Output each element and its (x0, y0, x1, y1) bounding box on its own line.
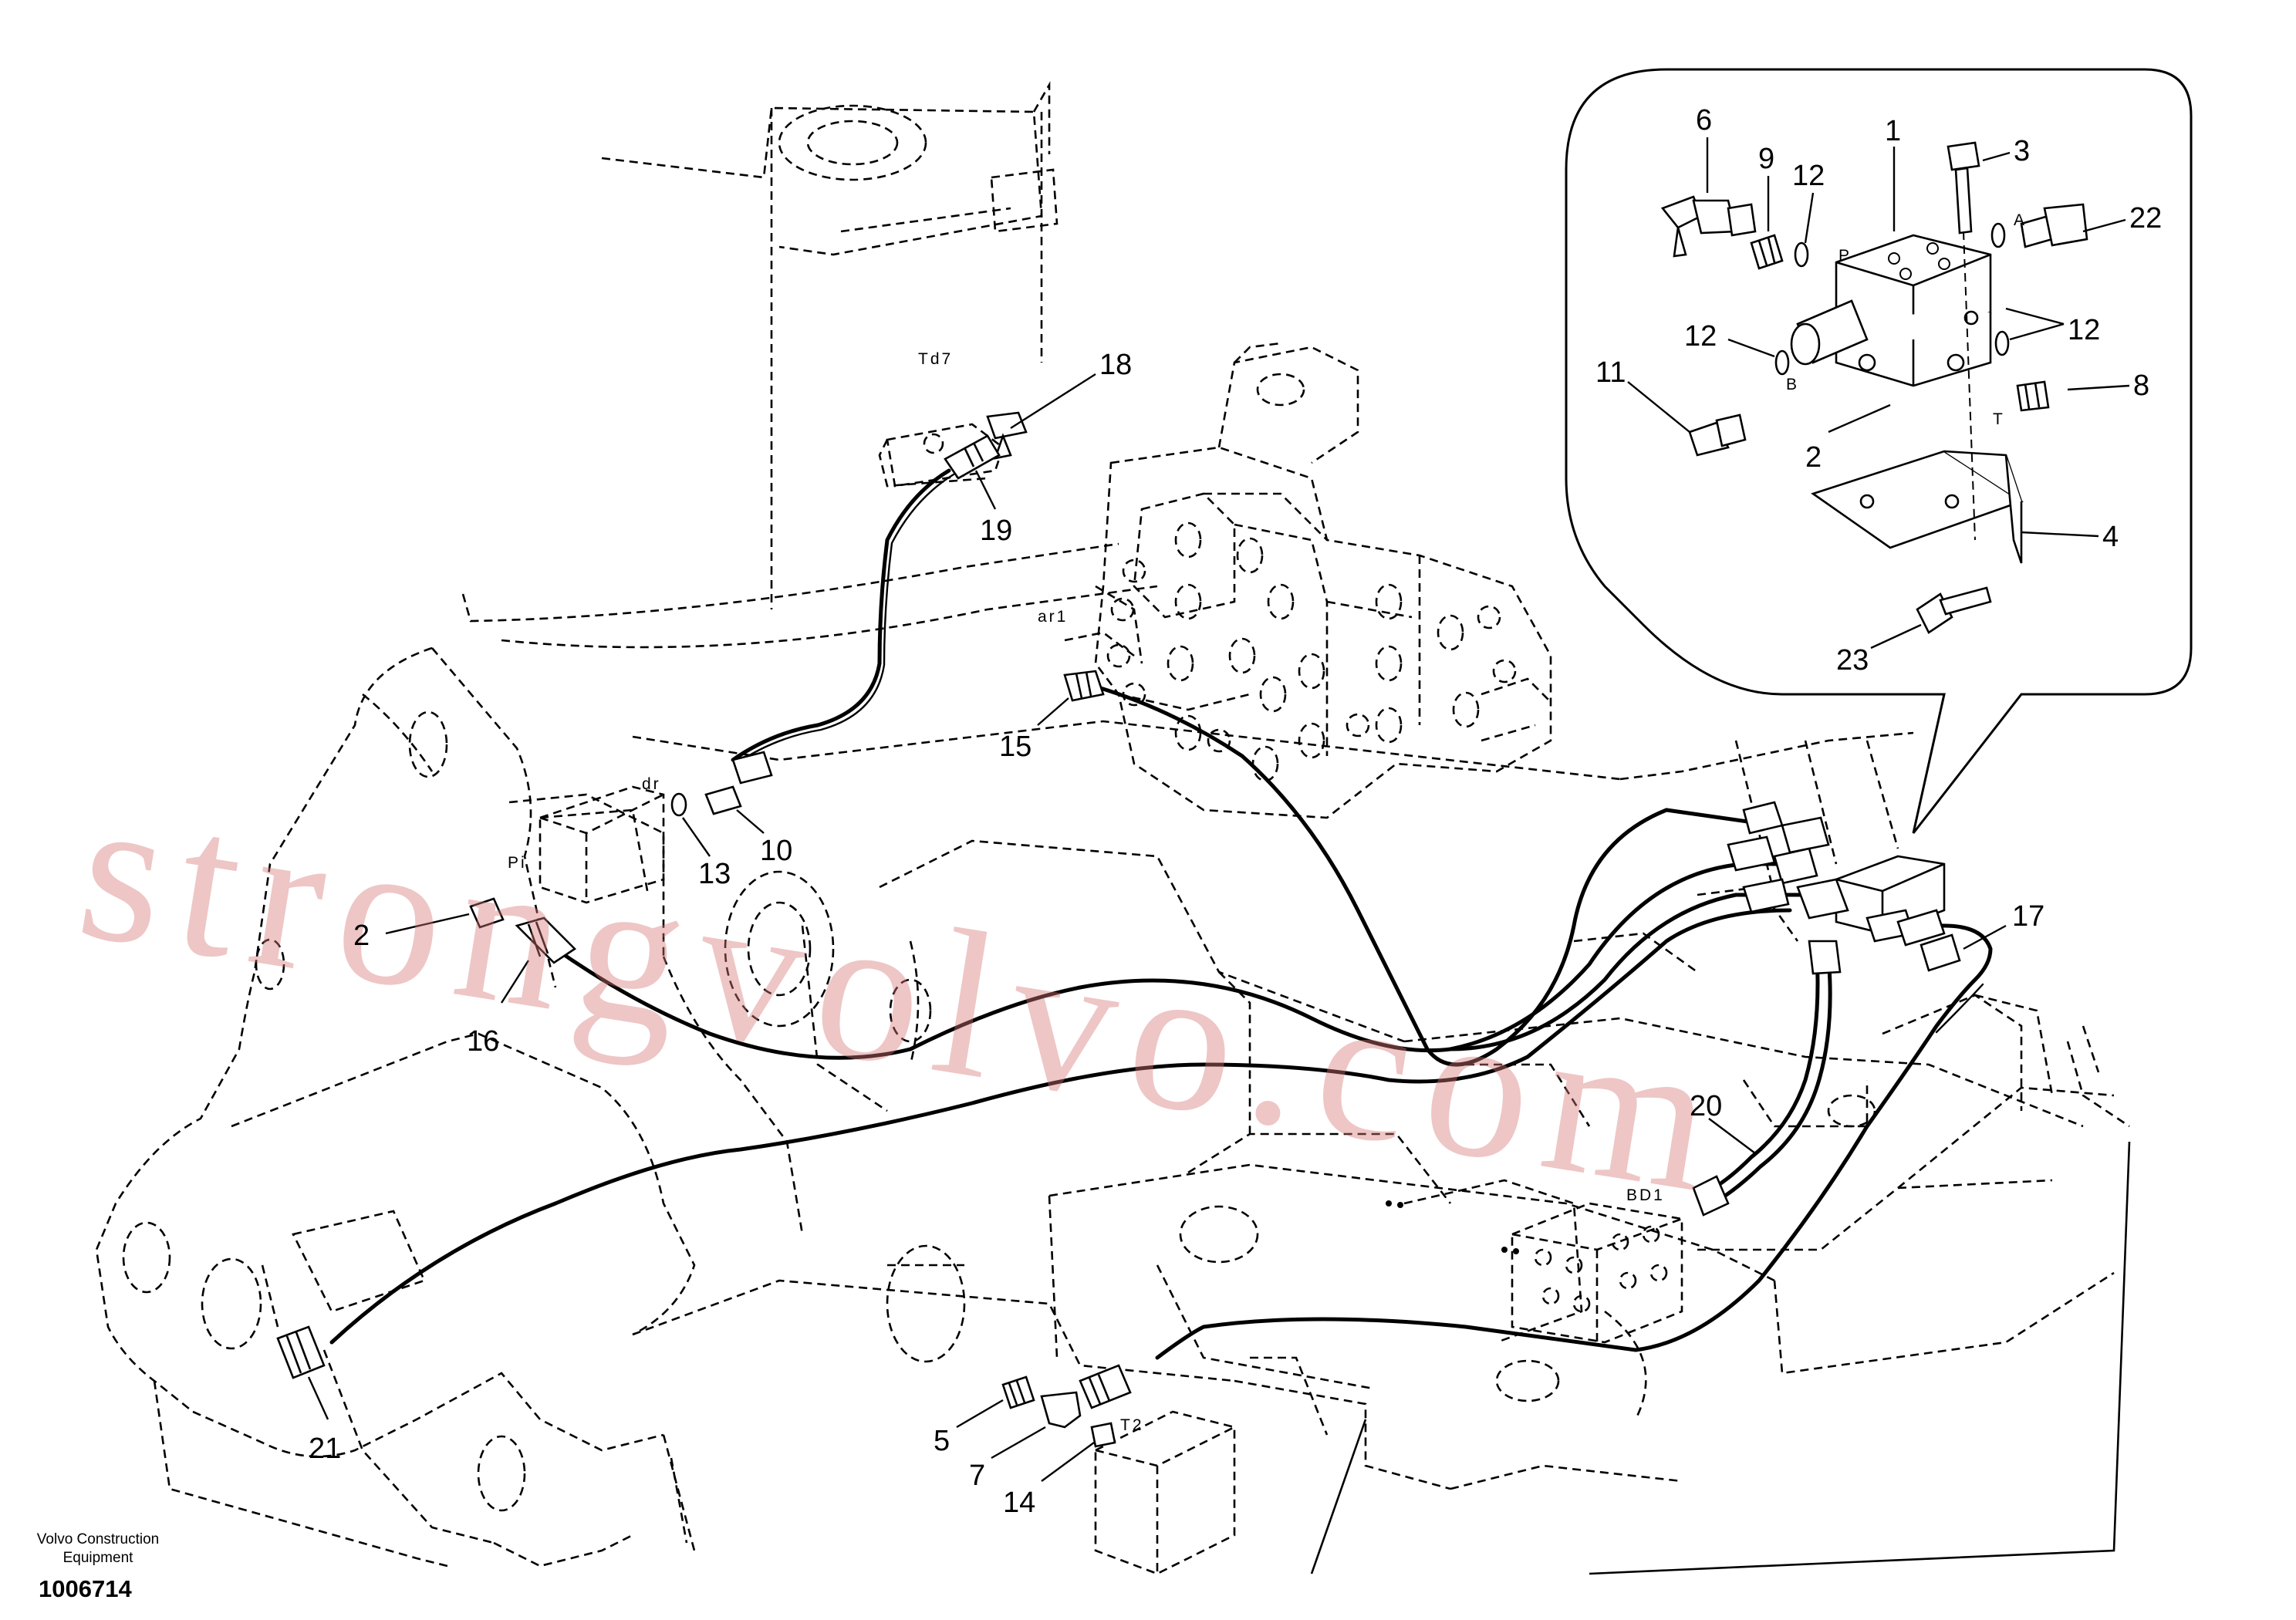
hoses (329, 468, 1993, 1360)
brake-block-bd1 (1386, 1200, 1683, 1344)
inset-bolt (1947, 141, 1980, 171)
hose-19 (731, 468, 951, 762)
callout-13: 13 (698, 858, 731, 890)
port-label-BD1: BD1 (1626, 1186, 1665, 1204)
callout-15: 15 (999, 731, 1032, 763)
callout-5: 5 (934, 1425, 950, 1457)
callout-16: 16 (467, 1025, 499, 1058)
port-label-P: P (1838, 247, 1852, 265)
fitting-7 (1040, 1391, 1082, 1429)
callout-22: 22 (2129, 202, 2162, 235)
port-label-T2: T2 (1120, 1416, 1144, 1434)
fitting-5 (1001, 1375, 1035, 1409)
callout-10: 10 (760, 835, 792, 867)
fitting-2-main (469, 897, 505, 929)
port-label-Td7: Td7 (918, 350, 953, 368)
callout-19: 19 (980, 515, 1012, 547)
port-label-B: B (1786, 376, 1799, 393)
callout-1: 1 (1885, 115, 1901, 147)
port-labels: P A B T Td7 dr Pi ar1 BD1 T2 (508, 211, 2027, 1434)
fitting-18 (986, 411, 1028, 440)
callout-12: 12 (1792, 160, 1825, 192)
machine-outline (95, 81, 2131, 1575)
inset-detail (1565, 68, 2193, 834)
port-label-T: T (1993, 410, 2005, 428)
callout-17: 17 (2012, 900, 2044, 933)
hose-16 (553, 862, 1792, 1060)
fitting-17 (1920, 933, 1961, 972)
hose-21 (329, 908, 1792, 1345)
hose-15 (1093, 684, 1777, 1067)
main-fittings (276, 411, 1961, 1448)
callout-20: 20 (1690, 1090, 1722, 1122)
inset-callout-numbers: 6 9 12 1 3 22 12 12 11 8 2 4 23 (1595, 104, 2162, 677)
fitting-10 (704, 785, 742, 815)
callout-18: 18 (1099, 349, 1132, 381)
callout-2: 2 (1805, 441, 1822, 474)
callout-11: 11 (1595, 356, 1626, 389)
callout-8: 8 (2133, 370, 2149, 402)
drawing-number: 1006714 (39, 1575, 132, 1602)
port-label-dr: dr (642, 775, 661, 793)
port-label-A: A (2014, 211, 2027, 229)
callout-12: 12 (2068, 314, 2100, 346)
callout-4: 4 (2102, 521, 2119, 553)
hose-20 (1695, 954, 1820, 1198)
main-leaders (307, 373, 2007, 1482)
manufacturer-label: Volvo Construction Equipment (36, 1531, 160, 1566)
watermark: strongvolvo.com (66, 751, 1743, 1238)
callout-9: 9 (1758, 143, 1774, 175)
inset-fitting-8 (2016, 380, 2050, 412)
control-valve (1064, 342, 1552, 819)
port-label-ar1: ar1 (1038, 608, 1068, 626)
callout-21: 21 (309, 1433, 341, 1465)
fitting-21 (276, 1325, 326, 1379)
callout-7: 7 (969, 1460, 985, 1492)
callout-2: 2 (353, 920, 370, 952)
hose-17 (1155, 923, 1993, 1360)
fitting-14 (1090, 1422, 1116, 1448)
callout-3: 3 (2014, 135, 2030, 167)
fitting-13 (670, 792, 687, 817)
callout-6: 6 (1696, 104, 1712, 137)
fitting-16 (515, 916, 577, 964)
callout-23: 23 (1836, 644, 1869, 677)
callout-12: 12 (1684, 320, 1717, 353)
callout-14: 14 (1003, 1487, 1035, 1519)
main-callout-numbers: 18 19 15 10 13 2 16 17 20 21 5 7 14 (309, 349, 2044, 1519)
port-label-Pi: Pi (508, 854, 527, 872)
fitting-15 (1063, 670, 1105, 702)
